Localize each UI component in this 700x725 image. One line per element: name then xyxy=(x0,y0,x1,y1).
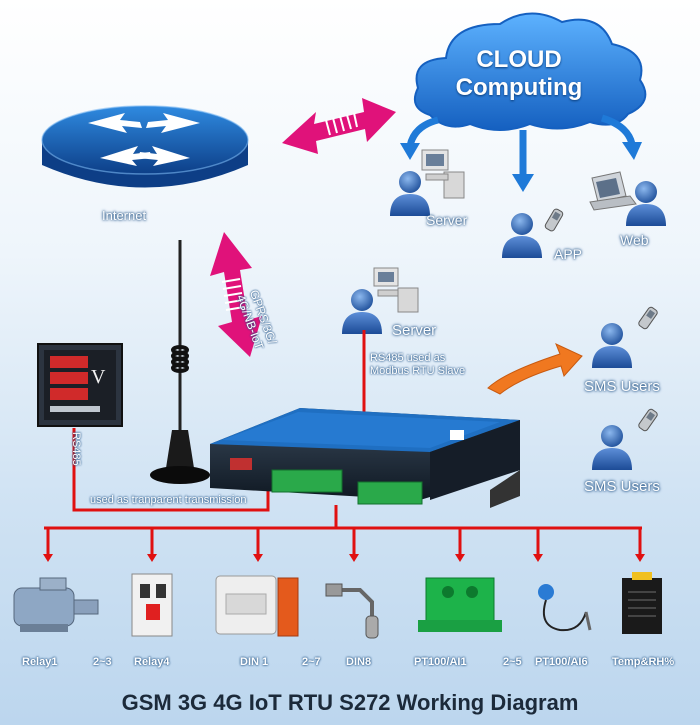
app-label: APP xyxy=(554,246,583,262)
sms-users-label-1: SMS Users xyxy=(584,378,660,395)
sms-arrow-icon xyxy=(487,343,583,395)
device-label: DIN8 xyxy=(346,656,372,668)
cloud-server-label: Server xyxy=(426,212,468,228)
device-label: 2~5 xyxy=(503,656,522,668)
internet-cloud-arrow-icon xyxy=(282,98,396,154)
cloud-title-line2: Computing xyxy=(455,74,583,101)
device-label: Temp&RH% xyxy=(612,656,675,668)
rtu-device-icon xyxy=(210,408,520,508)
meter-unit: V xyxy=(91,366,106,388)
local-server-icon xyxy=(342,267,419,334)
device-label: PT100/AI1 xyxy=(414,656,467,668)
wireless-link-arrow-icon xyxy=(210,232,262,357)
cloud-server-icon xyxy=(390,149,465,216)
sms-user-icon xyxy=(592,407,659,470)
device-label: 2~7 xyxy=(302,656,321,668)
cloud-icon xyxy=(414,12,647,131)
router-icon xyxy=(41,105,249,188)
breaker-icon xyxy=(131,573,173,637)
device-label: PT100/AI6 xyxy=(535,656,588,668)
local-server-label: Server xyxy=(392,322,437,339)
probe-icon xyxy=(538,584,592,632)
float-switch-icon xyxy=(325,583,379,639)
cloud-title-line1: CLOUD xyxy=(476,46,562,73)
device-label: DIN 1 xyxy=(240,656,269,668)
device-label: 2~3 xyxy=(93,656,112,668)
rs485-bus-lines xyxy=(44,330,642,556)
power-meter-icon xyxy=(37,343,123,427)
device-label: Relay1 xyxy=(22,656,58,668)
rs485-slave-label: RS485 used as Modbus RTU Slave xyxy=(370,352,466,377)
transparent-label: used as tranparent transmission xyxy=(90,494,247,506)
web-label: Web xyxy=(620,232,649,248)
device-label: Relay4 xyxy=(134,656,170,668)
temp-humidity-sensor-icon xyxy=(622,572,662,634)
internet-label: Internet xyxy=(102,208,147,223)
cloud-distribution-arrows-icon xyxy=(400,114,642,192)
sms-user-icon xyxy=(592,305,659,368)
antenna-icon xyxy=(150,240,210,484)
relay-module-icon xyxy=(215,575,299,637)
web-user-icon xyxy=(589,171,666,226)
motor-icon xyxy=(13,577,99,632)
diagram-title: GSM 3G 4G IoT RTU S272 Working Diagram xyxy=(121,690,579,715)
transmitter-icon xyxy=(418,577,502,632)
meter-rs485-label: RS485 xyxy=(70,432,82,466)
sms-users-label-2: SMS Users xyxy=(584,478,660,495)
